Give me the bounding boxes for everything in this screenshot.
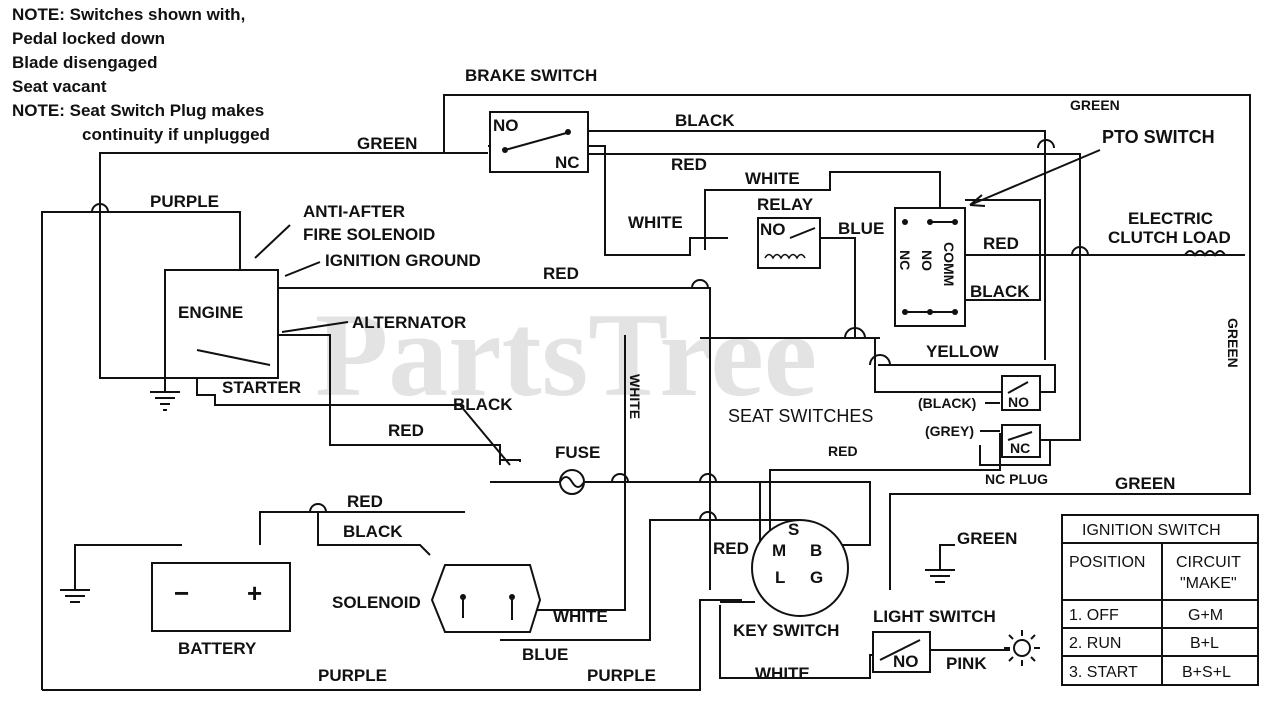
pto-switch: NC NO COMM PTO SWITCH: [894, 127, 1215, 327]
wire-green-right-vertical: GREEN: [1225, 318, 1241, 368]
seat-black-tag: (BLACK): [918, 395, 976, 411]
ignition-ground-label: IGNITION GROUND: [325, 251, 481, 270]
fuse-label: FUSE: [555, 443, 600, 462]
brake-no-label: NO: [493, 116, 519, 135]
seat-switches: NO NC SEAT SWITCHES (BLACK) (GREY) NC PL…: [728, 375, 1048, 487]
ignition-table-title: IGNITION SWITCH: [1082, 522, 1221, 539]
clutch-load-label-2: CLUTCH LOAD: [1108, 228, 1231, 247]
wire-red-solenoid: RED: [347, 492, 383, 511]
wire-labels: GREEN GREEN GREEN GREEN GREEN BLACK BLAC…: [150, 97, 1241, 685]
wire-red-pto: RED: [983, 234, 1019, 253]
note-line-4: Seat vacant: [12, 77, 107, 96]
wire-green-left: GREEN: [357, 134, 417, 153]
wire-blue-bottom: BLUE: [522, 645, 568, 664]
note-line-5: NOTE: Seat Switch Plug makes: [12, 101, 264, 120]
seat-switches-label: SEAT SWITCHES: [728, 406, 873, 426]
light-switch-no-label: NO: [893, 652, 919, 671]
wire-red-key: RED: [713, 539, 749, 558]
wire-red-brake: RED: [671, 155, 707, 174]
wire-purple-bottom-mid: PURPLE: [587, 666, 656, 685]
note-line-1: NOTE: Switches shown with,: [12, 5, 245, 24]
engine-label: ENGINE: [178, 303, 243, 322]
ignition-table-header-circuit-2: "MAKE": [1180, 575, 1237, 592]
wire-pink: PINK: [946, 654, 987, 673]
light-switch-label: LIGHT SWITCH: [873, 607, 996, 626]
ignition-table-row-position: 2. RUN: [1069, 635, 1121, 652]
alternator-label: ALTERNATOR: [352, 313, 466, 332]
ignition-table-row-circuit: B+L: [1190, 635, 1219, 652]
key-terminal-s: S: [788, 520, 799, 539]
relay: NO RELAY: [757, 195, 821, 269]
pto-comm-label: COMM: [941, 242, 957, 286]
brake-switch-label: BRAKE SWITCH: [465, 66, 597, 85]
battery-plus: +: [247, 578, 262, 608]
watermark: PartsTree: [315, 288, 817, 421]
seat-switch-black-no-label: NO: [1008, 394, 1029, 410]
relay-label: RELAY: [757, 195, 814, 214]
anti-after-fire-label-2: FIRE SOLENOID: [303, 225, 435, 244]
light-switch: NO LIGHT SWITCH: [872, 607, 1040, 673]
battery-label: BATTERY: [178, 639, 257, 658]
pto-nc-label: NC: [897, 250, 913, 270]
light-bulb-icon: [1013, 639, 1031, 657]
wire-red-seat: RED: [828, 443, 858, 459]
note-line-6: continuity if unplugged: [82, 125, 270, 144]
note-line-2: Pedal locked down: [12, 29, 165, 48]
notes: NOTE: Switches shown with, Pedal locked …: [12, 5, 270, 144]
ignition-table-row-position: 3. START: [1069, 664, 1138, 681]
wire-green-bottom-right: GREEN: [1115, 474, 1175, 493]
wire-purple-bottom-left: PURPLE: [318, 666, 387, 685]
ignition-table-header-position: POSITION: [1069, 554, 1145, 571]
solenoid: SOLENOID: [332, 564, 542, 633]
wire-black-pto: BLACK: [970, 282, 1030, 301]
key-terminal-m: M: [772, 541, 786, 560]
wire-green-light: GREEN: [957, 529, 1017, 548]
ignition-table-row-circuit: G+M: [1188, 607, 1223, 624]
battery: − + BATTERY: [151, 562, 291, 658]
wire-black-fuse: BLACK: [453, 395, 513, 414]
brake-switch: NO NC BRAKE SWITCH: [465, 66, 597, 173]
wire-green-top-right: GREEN: [1070, 97, 1120, 113]
wire-white-solenoid: WHITE: [553, 607, 608, 626]
wire-red-mid: RED: [543, 264, 579, 283]
anti-after-fire-label-1: ANTI-AFTER: [303, 202, 405, 221]
seat-grey-tag: (GREY): [925, 423, 974, 439]
wire-white-key: WHITE: [755, 664, 810, 683]
ignition-table-row-position: 1. OFF: [1069, 607, 1119, 624]
brake-nc-label: NC: [555, 153, 580, 172]
wire-blue-relay: BLUE: [838, 219, 884, 238]
wire-white-relay: WHITE: [628, 213, 683, 232]
relay-no-label: NO: [760, 220, 786, 239]
fuse: FUSE: [555, 443, 600, 495]
starter-label: STARTER: [222, 378, 301, 397]
wire-purple-top: PURPLE: [150, 192, 219, 211]
engine: ENGINE: [164, 269, 279, 379]
key-switch: S M B L G KEY SWITCH: [733, 519, 849, 640]
battery-minus: −: [174, 578, 189, 608]
clutch-load-label-1: ELECTRIC: [1128, 209, 1213, 228]
pto-no-label: NO: [919, 250, 935, 271]
seat-switch-grey-nc-label: NC: [1010, 440, 1030, 456]
wire-red-left: RED: [388, 421, 424, 440]
wire-yellow: YELLOW: [926, 342, 1000, 361]
nc-plug-label: NC PLUG: [985, 471, 1048, 487]
pto-switch-label: PTO SWITCH: [1102, 127, 1215, 147]
key-switch-label: KEY SWITCH: [733, 621, 839, 640]
ignition-switch-table: IGNITION SWITCH POSITION CIRCUIT "MAKE" …: [1061, 514, 1259, 686]
wire-crossovers: [91, 139, 1089, 521]
ignition-table-header-circuit-1: CIRCUIT: [1176, 554, 1241, 571]
key-terminal-g: G: [810, 568, 823, 587]
ignition-table-row-circuit: B+S+L: [1182, 664, 1231, 681]
solenoid-label: SOLENOID: [332, 593, 421, 612]
key-terminal-l: L: [775, 568, 785, 587]
wire-white-vertical: WHITE: [627, 374, 643, 419]
wire-black-solenoid: BLACK: [343, 522, 403, 541]
wire-black-top: BLACK: [675, 111, 735, 130]
wire-white-top: WHITE: [745, 169, 800, 188]
note-line-3: Blade disengaged: [12, 53, 157, 72]
key-terminal-b: B: [810, 541, 822, 560]
